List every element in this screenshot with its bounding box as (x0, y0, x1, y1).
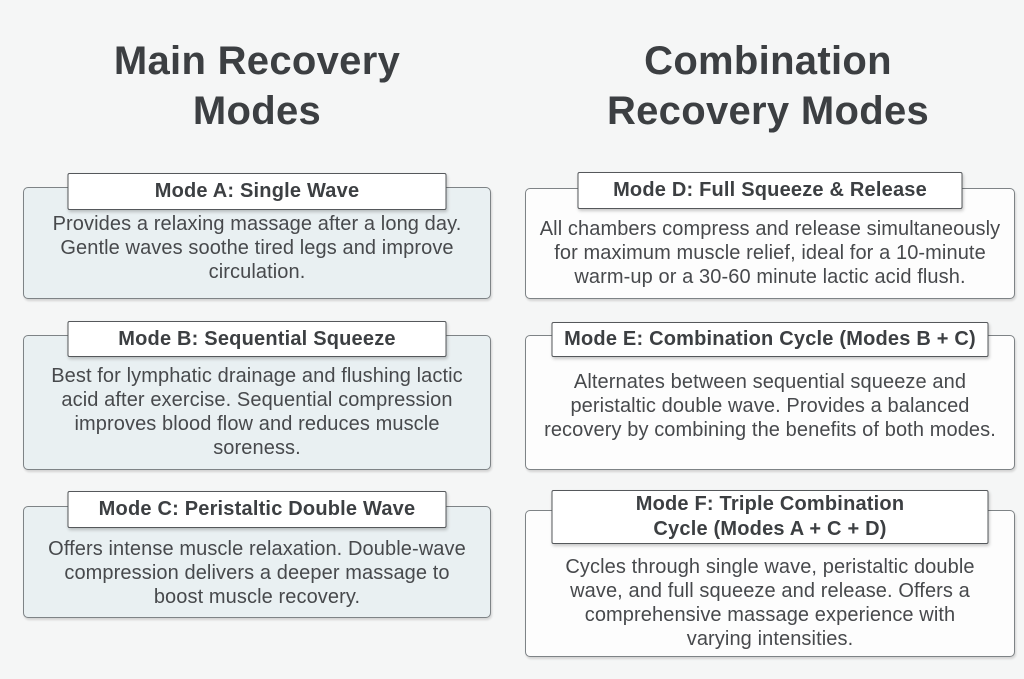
mode-e-title: Mode E: Combination Cycle (Modes B + C) (551, 322, 989, 357)
mode-b-title: Mode B: Sequential Squeeze (67, 321, 447, 357)
mode-d-title: Mode D: Full Squeeze & Release (577, 172, 963, 209)
mode-b-card: Mode B: Sequential Squeeze Best for lymp… (23, 321, 491, 470)
mode-b-description: Best for lymphatic drainage and flushing… (51, 365, 463, 459)
main-recovery-modes-heading: Main Recovery Modes (113, 39, 401, 133)
mode-f-card: Mode F: Triple Combination Cycle (Modes … (525, 490, 1015, 657)
mode-f-title: Mode F: Triple Combination Cycle (Modes … (551, 490, 989, 544)
combination-recovery-modes-heading: Combination Recovery Modes (606, 39, 930, 133)
mode-e-description: Alternates between sequential squeeze an… (544, 371, 996, 441)
mode-a-card: Mode A: Single Wave Provides a relaxing … (23, 173, 491, 299)
mode-c-card: Mode C: Peristaltic Double Wave Offers i… (23, 491, 491, 618)
mode-c-description: Offers intense muscle relaxation. Double… (48, 538, 466, 608)
mode-a-description: Provides a relaxing massage after a long… (52, 213, 462, 283)
mode-f-description: Cycles through single wave, peristaltic … (565, 556, 975, 650)
mode-d-card: Mode D: Full Squeeze & Release All chamb… (525, 172, 1015, 299)
mode-c-title: Mode C: Peristaltic Double Wave (67, 491, 447, 528)
mode-e-card: Mode E: Combination Cycle (Modes B + C) … (525, 322, 1015, 470)
mode-a-title: Mode A: Single Wave (67, 173, 447, 210)
mode-d-description: All chambers compress and release simult… (539, 218, 1001, 288)
